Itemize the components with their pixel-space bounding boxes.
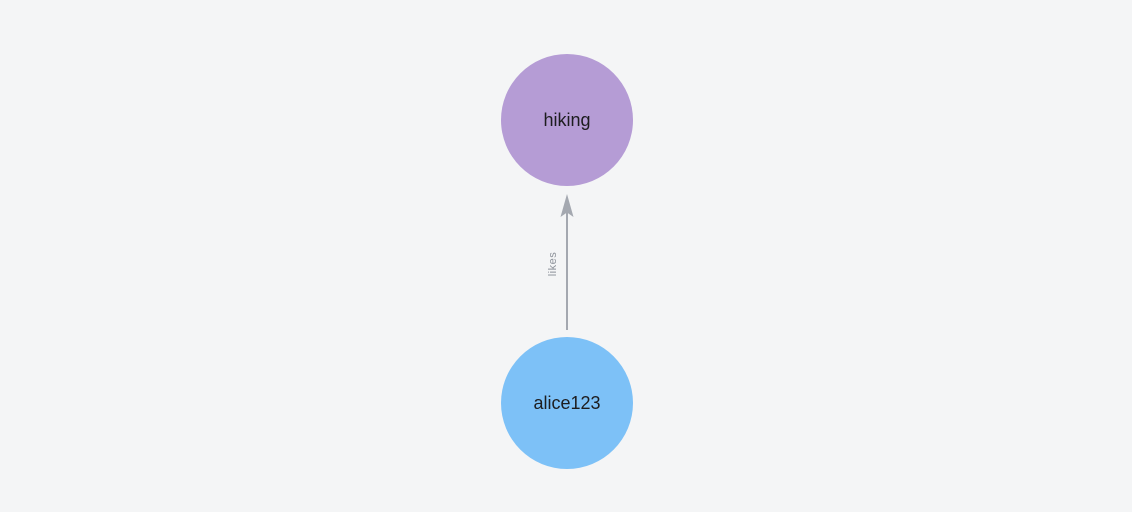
node-label-alice123: alice123: [533, 393, 601, 413]
relationship-label: likes: [547, 251, 559, 277]
graph-node-hiking[interactable]: hiking: [501, 54, 633, 186]
arrowhead-icon: [560, 194, 574, 217]
node-label-hiking: hiking: [543, 110, 591, 130]
graph-node-alice123[interactable]: alice123: [501, 337, 633, 469]
